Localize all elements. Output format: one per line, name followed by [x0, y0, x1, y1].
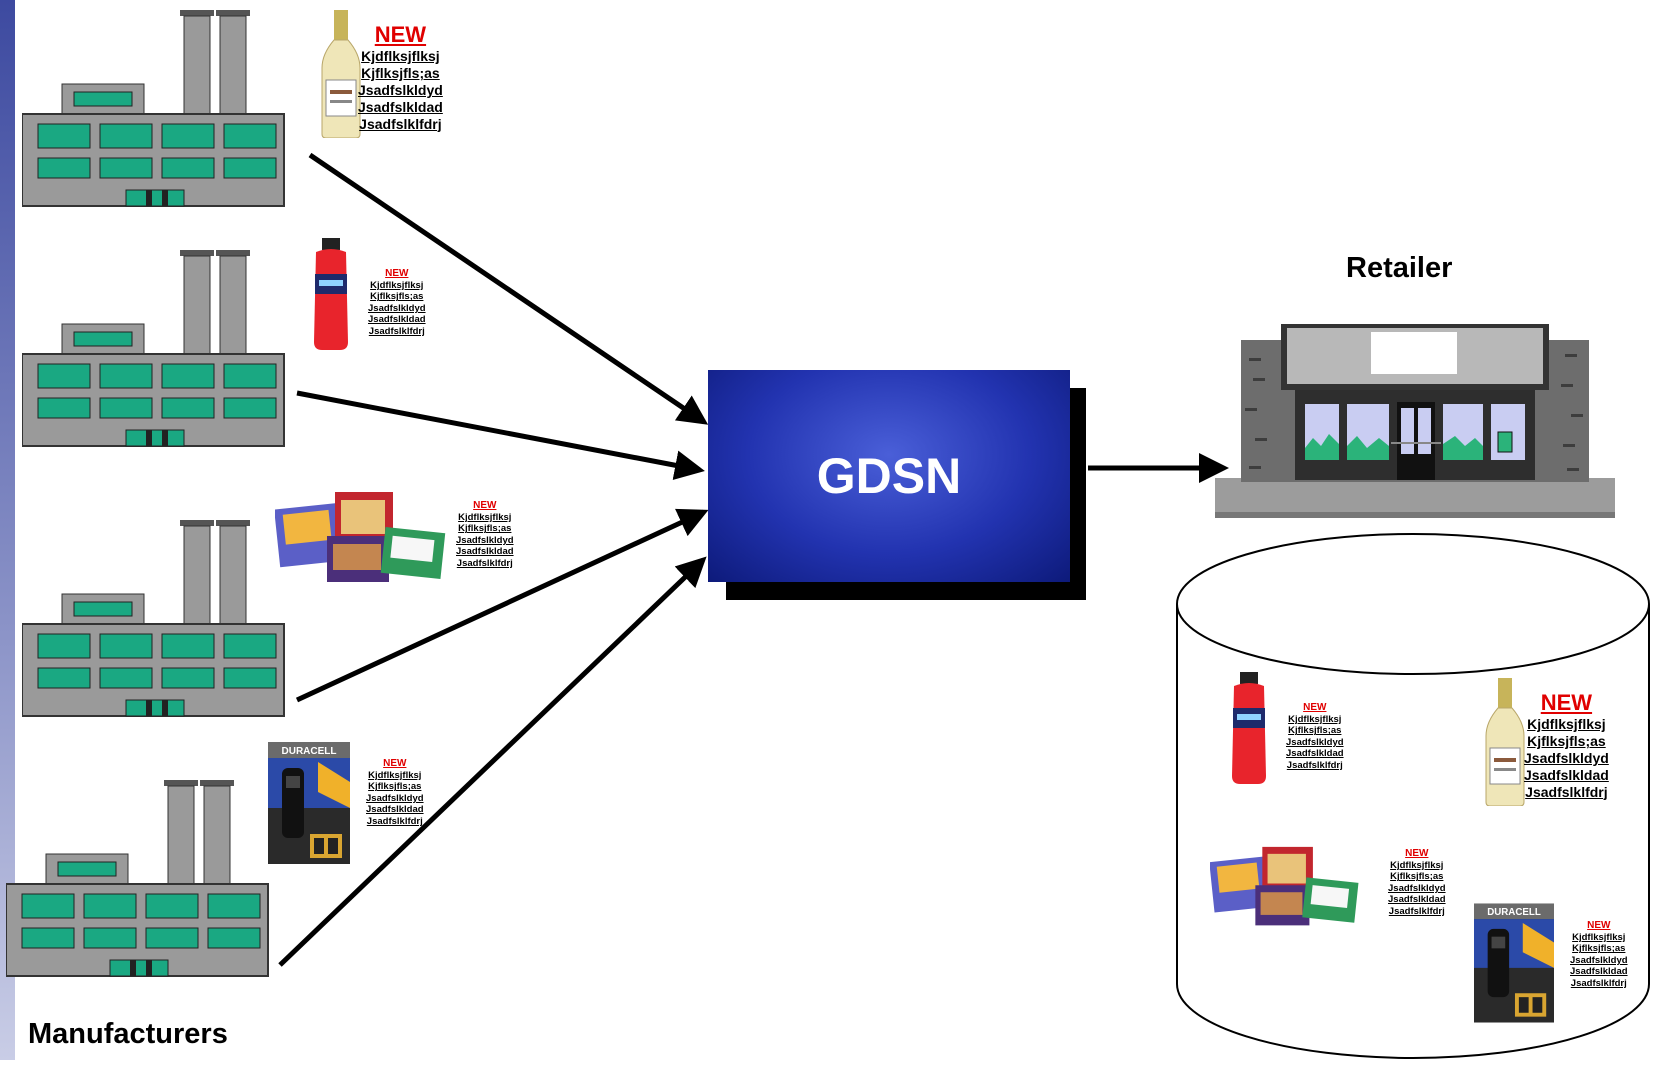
description-line: Kjflksjfls;as	[1572, 943, 1626, 955]
description-line: Kjdflksjflksj	[1288, 714, 1342, 725]
product-description: NEW Kjdflksjflksj Kjflksjfls;as Jsadfslk…	[456, 500, 514, 569]
hub-label: GDSN	[816, 448, 962, 504]
factory-icon	[22, 8, 302, 208]
description-line: Jsadfslkldyd	[366, 792, 424, 804]
description-line: Jsadfslklfdrj	[1286, 759, 1343, 771]
description-line: Jsadfslkldyd	[368, 302, 426, 314]
description-line: Jsadfslkldad	[456, 546, 514, 558]
description-line: Kjdflksjflksj	[458, 512, 512, 523]
description-line: Jsadfslkldad	[1286, 748, 1344, 760]
factory-icon	[22, 248, 302, 448]
description-line: Jsadfslkldad	[1524, 766, 1609, 783]
description-line: Jsadfslkldyd	[1286, 736, 1344, 748]
product-description: NEW Kjdflksjflksj Kjflksjfls;as Jsadfslk…	[366, 758, 424, 827]
description-line: Jsadfslkldad	[358, 98, 443, 115]
store-icon	[1215, 318, 1615, 533]
description-line: Jsadfslkldyd	[358, 81, 443, 98]
description-line: Jsadfslklfdrj	[366, 815, 423, 827]
product-description: NEW Kjdflksjflksj Kjflksjfls;as Jsadfslk…	[358, 22, 443, 132]
new-tag: NEW	[385, 268, 409, 279]
wine-bottle-icon	[318, 10, 364, 138]
product-description: NEW Kjdflksjflksj Kjflksjfls;as Jsadfslk…	[1388, 848, 1446, 917]
flashlight-package-icon: DURACELL	[268, 742, 350, 864]
description-line: Kjdflksjflksj	[368, 770, 422, 781]
description-line: Kjflksjfls;as	[458, 523, 512, 535]
brand-text: DURACELL	[282, 746, 337, 757]
description-line: Jsadfslklfdrj	[1388, 905, 1445, 917]
retailer-label: Retailer	[1346, 252, 1453, 284]
description-line: Kjflksjfls;as	[1390, 871, 1444, 883]
description-line: Jsadfslkldad	[366, 804, 424, 816]
description-line: Kjflksjfls;as	[1288, 725, 1342, 737]
description-line: Kjflksjfls;as	[361, 65, 440, 82]
factory-icon	[22, 518, 302, 718]
description-line: Jsadfslkldad	[1388, 894, 1446, 906]
product-description: NEW Kjdflksjflksj Kjflksjfls;as Jsadfslk…	[1286, 702, 1344, 771]
description-line: Kjdflksjflksj	[1572, 932, 1626, 943]
description-line: Jsadfslkldyd	[456, 534, 514, 546]
arrow-manufacturer-2-to-hub	[296, 390, 705, 481]
description-line: Jsadfslklfdrj	[368, 325, 425, 337]
description-line: Kjdflksjflksj	[1390, 860, 1444, 871]
description-line: Jsadfslklfdrj	[359, 115, 442, 132]
new-tag: NEW	[1405, 848, 1429, 859]
brand-text: DURACELL	[1487, 907, 1541, 918]
description-line: Jsadfslkldyd	[1570, 954, 1628, 966]
product-description: NEW Kjdflksjflksj Kjflksjfls;as Jsadfslk…	[368, 268, 426, 337]
description-line: Jsadfslkldyd	[1388, 882, 1446, 894]
arrow-manufacturer-4-to-hub	[278, 556, 707, 967]
description-line: Kjflksjfls;as	[370, 291, 424, 303]
flashlight-package-icon: DURACELL	[1474, 902, 1554, 1024]
diaper-packages-icon	[275, 490, 447, 586]
description-line: Jsadfslklfdrj	[456, 557, 513, 569]
description-line: Jsadfslklfdrj	[1525, 783, 1608, 800]
manufacturers-label: Manufacturers	[28, 1018, 228, 1050]
new-tag: NEW	[473, 500, 497, 511]
description-line: Kjdflksjflksj	[361, 48, 440, 65]
new-tag: NEW	[1540, 690, 1593, 715]
new-tag: NEW	[383, 758, 407, 769]
new-tag: NEW	[374, 22, 427, 47]
wine-bottle-icon	[1482, 678, 1528, 806]
new-tag: NEW	[1587, 920, 1611, 931]
description-line: Kjdflksjflksj	[1527, 716, 1606, 733]
sports-drink-icon	[1228, 672, 1270, 784]
gdsn-hub[interactable]: GDSN	[708, 370, 1070, 582]
description-line: Jsadfslkldad	[368, 314, 426, 326]
product-description: NEW Kjdflksjflksj Kjflksjfls;as Jsadfslk…	[1524, 690, 1609, 800]
diaper-packages-icon	[1210, 838, 1360, 936]
factory-icon	[6, 778, 286, 978]
description-line: Jsadfslkldad	[1570, 966, 1628, 978]
description-line: Kjflksjfls;as	[1527, 733, 1606, 750]
product-description: NEW Kjdflksjflksj Kjflksjfls;as Jsadfslk…	[1570, 920, 1628, 989]
description-line: Kjflksjfls;as	[368, 781, 422, 793]
arrow-manufacturer-3-to-hub	[295, 508, 709, 703]
new-tag: NEW	[1303, 702, 1327, 713]
description-line: Kjdflksjflksj	[370, 280, 424, 291]
arrow-manufacturer-1-to-hub	[308, 152, 709, 425]
slide-side-bar	[0, 0, 15, 1060]
description-line: Jsadfslklfdrj	[1570, 977, 1627, 989]
sports-drink-icon	[310, 238, 352, 350]
description-line: Jsadfslkldyd	[1524, 749, 1609, 766]
